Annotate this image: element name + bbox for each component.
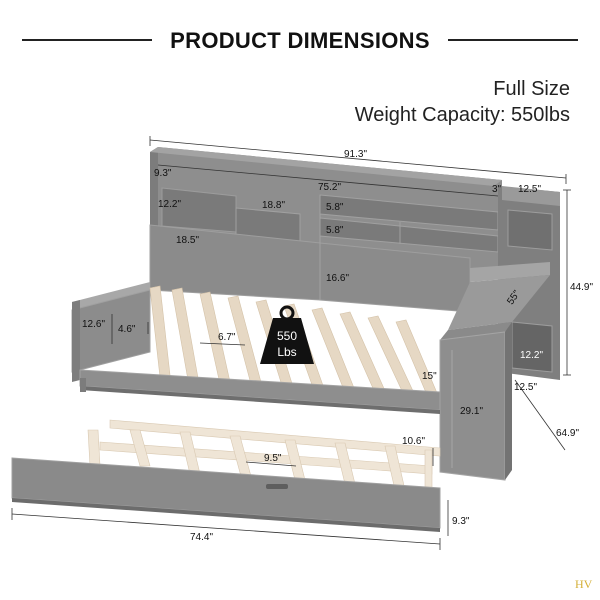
dim-overall-length: 91.3": [344, 149, 367, 160]
dim-tower-cubby-width: 12.5": [514, 382, 537, 393]
dim-lower-shelf-width: 18.5": [176, 235, 199, 246]
dim-bed-height: 15": [422, 371, 437, 382]
size-label: Full Size: [493, 78, 570, 100]
dim-tower-width: 12.5": [518, 184, 541, 195]
title-bar: PRODUCT DIMENSIONS: [0, 18, 600, 58]
dim-trundle-gap: 10.6": [402, 436, 425, 447]
dim-trundle-slat-gap: 9.5": [264, 453, 282, 464]
dim-slat-gap: 6.7": [218, 332, 236, 343]
dimension-lines: [11, 136, 571, 550]
dim-leg-gap: 4.6": [118, 324, 136, 335]
dim-headboard-height: 16.6": [326, 273, 349, 284]
dim-inner-length: 75.2": [318, 182, 341, 193]
dim-shelf-h2: 5.8": [326, 225, 344, 236]
weight-badge: 550 Lbs: [260, 305, 314, 364]
capacity-label: Weight Capacity: 550lbs: [354, 104, 570, 126]
dim-trundle-length: 74.4": [190, 532, 213, 543]
dim-cubby-width: 18.8": [262, 200, 285, 211]
dim-trundle-height: 9.3": [452, 516, 470, 527]
dim-tower-cubby-height: 12.2": [520, 350, 543, 361]
weight-badge-unit: Lbs: [277, 345, 296, 359]
dim-overall-height: 44.9": [570, 282, 593, 293]
dim-shelf-depth: 9.3": [154, 168, 172, 179]
weight-badge-value: 550: [277, 329, 297, 343]
dim-side-gap: 3": [492, 184, 502, 195]
page-title: PRODUCT DIMENSIONS: [0, 28, 600, 54]
title-rule-right: [448, 39, 578, 41]
watermark-logo: HV: [575, 577, 593, 591]
title-rule-left: [22, 39, 152, 41]
dim-tower-height: 29.1": [460, 406, 483, 417]
dim-top-shelf-height: 12.2": [158, 199, 181, 210]
dim-overall-depth: 64.9": [556, 428, 579, 439]
bed-illustration: [11, 147, 560, 532]
dim-armrest-height: 12.6": [82, 319, 105, 330]
dim-shelf-h1: 5.8": [326, 202, 344, 213]
